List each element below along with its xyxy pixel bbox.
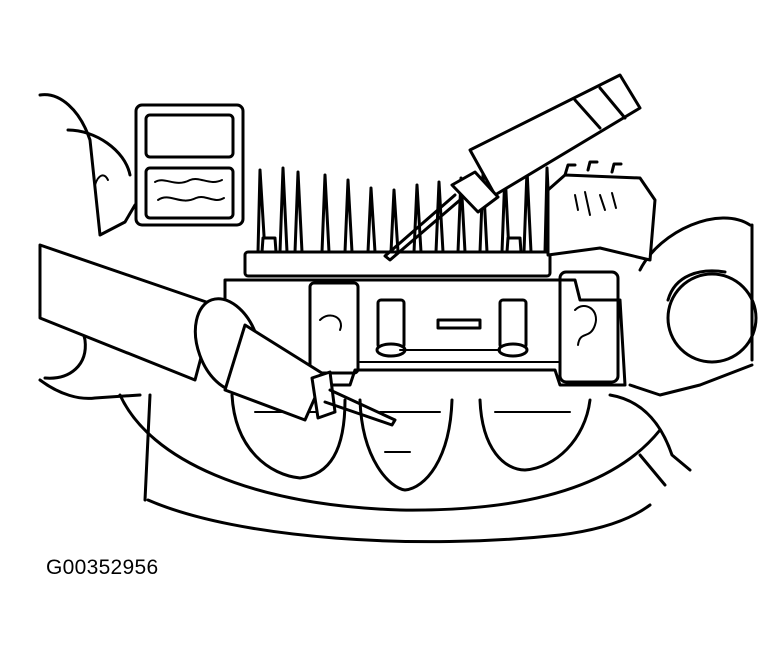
brush-holder [546,160,657,262]
figure-code: G00352956 [46,556,159,579]
rectifier-lobes [230,393,592,492]
regulator-body [223,270,627,387]
heat-sink [243,166,553,278]
lower-test-probe [38,243,397,427]
connector-box [134,103,245,227]
upper-test-probe [383,73,642,262]
